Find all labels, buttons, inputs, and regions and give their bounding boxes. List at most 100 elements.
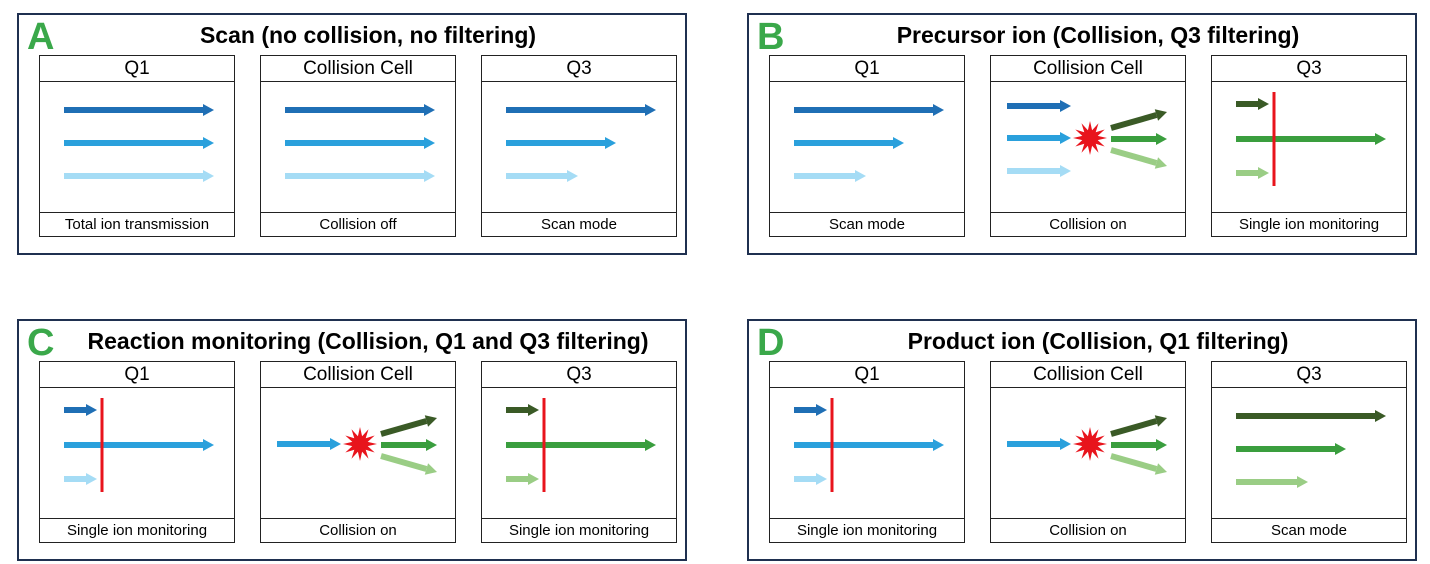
- ion-arrows: [1236, 410, 1386, 488]
- collision-burst-icon: [343, 427, 377, 461]
- ion-arrow-mid-green-head: [1335, 443, 1346, 455]
- ion-arrows: [506, 398, 656, 492]
- q3-box: Q3 Single ion monitoring: [481, 361, 677, 543]
- panel-b: B Precursor ion (Collision, Q3 filtering…: [747, 13, 1417, 255]
- q3-box: Q3 Scan mode: [1211, 361, 1407, 543]
- box-footer: Single ion monitoring: [770, 518, 964, 542]
- panel-letter: C: [27, 322, 55, 364]
- box-footer: Collision on: [991, 212, 1185, 236]
- box-header: Q3: [1212, 362, 1406, 388]
- collision-cell-box: Collision Cell Collision on: [260, 361, 456, 543]
- ion-arrow-light-blue-head: [424, 170, 435, 182]
- box-header: Q3: [482, 56, 676, 82]
- ion-arrow-light-blue-head: [855, 170, 866, 182]
- ion-arrow-dark-green-head: [1258, 98, 1269, 110]
- ion-arrows: [1007, 100, 1167, 177]
- ion-arrows: [64, 398, 214, 492]
- ion-arrow-mid-green-head: [1375, 133, 1386, 145]
- ion-arrow-light-blue-head: [203, 170, 214, 182]
- ion-arrow-light-green-head: [528, 473, 539, 485]
- q1-box: Q1 Scan mode: [769, 55, 965, 237]
- panel-c: C Reaction monitoring (Collision, Q1 and…: [17, 319, 687, 561]
- q3-box: Q3 Scan mode: [481, 55, 677, 237]
- fragment-arrow-mid-green-head: [1156, 133, 1167, 145]
- box-header: Q1: [40, 362, 234, 388]
- ion-arrows: [794, 398, 944, 492]
- ion-arrow-dark-blue-head: [86, 404, 97, 416]
- q3-box: Q3 Single ion monitoring: [1211, 55, 1407, 237]
- box-header: Collision Cell: [261, 362, 455, 388]
- box-header: Collision Cell: [991, 56, 1185, 82]
- fragment-arrow-dark-green: [1110, 112, 1158, 131]
- collision-burst-icon: [1073, 427, 1107, 461]
- fragment-arrow-dark-green-head: [1154, 415, 1167, 427]
- ion-arrow-mid-green-head: [645, 439, 656, 451]
- box-footer: Scan mode: [1212, 518, 1406, 542]
- panel-a: A Scan (no collision, no filtering) Q1 T…: [17, 13, 687, 255]
- ion-arrow-mid-blue-head: [203, 137, 214, 149]
- ion-arrow-light-blue-head: [1060, 165, 1071, 177]
- box-footer: Collision on: [991, 518, 1185, 542]
- ion-arrows: [506, 104, 656, 182]
- ion-arrow-dark-blue-head: [424, 104, 435, 116]
- ion-arrow-light-blue-head: [816, 473, 827, 485]
- fragment-arrow-dark-green: [1110, 418, 1158, 437]
- panel-letter: B: [757, 16, 785, 58]
- ion-arrow-light-green-head: [1258, 167, 1269, 179]
- ion-arrow-dark-blue-head: [645, 104, 656, 116]
- ion-arrow-mid-blue-head: [1060, 438, 1071, 450]
- fragment-arrow-light-green-head: [424, 463, 437, 475]
- ion-arrow-dark-blue-head: [1060, 100, 1071, 112]
- q1-box: Q1 Single ion monitoring: [39, 361, 235, 543]
- collision-cell-box: Collision Cell Collision on: [990, 55, 1186, 237]
- box-footer: Scan mode: [770, 212, 964, 236]
- box-footer: Collision on: [261, 518, 455, 542]
- box-footer: Total ion transmission: [40, 212, 234, 236]
- ion-arrows: [1236, 92, 1386, 186]
- panel-title: Scan (no collision, no filtering): [199, 22, 537, 48]
- panel-letter: A: [27, 16, 55, 58]
- box-footer: Collision off: [261, 212, 455, 236]
- ion-arrows: [1007, 415, 1167, 475]
- fragment-arrow-light-green: [1110, 453, 1158, 472]
- ion-arrow-mid-blue-head: [330, 438, 341, 450]
- fragment-arrow-light-green: [1110, 147, 1158, 166]
- ion-arrows: [794, 104, 944, 182]
- box-header: Q1: [40, 56, 234, 82]
- ion-arrows: [285, 104, 435, 182]
- box-header: Q3: [482, 362, 676, 388]
- panel-title: Precursor ion (Collision, Q3 filtering): [896, 22, 1300, 48]
- fragment-arrow-dark-green-head: [424, 415, 437, 427]
- ion-arrow-mid-blue-head: [203, 439, 214, 451]
- fragment-arrow-mid-green-head: [1156, 439, 1167, 451]
- fragment-arrow-light-green-head: [1154, 157, 1167, 169]
- fragment-arrow-dark-green-head: [1154, 109, 1167, 121]
- ion-arrows: [277, 415, 437, 475]
- ion-arrow-dark-blue-head: [203, 104, 214, 116]
- ion-arrow-mid-blue-head: [933, 439, 944, 451]
- ion-arrow-dark-blue-head: [933, 104, 944, 116]
- panel-letter: D: [757, 322, 785, 364]
- panel-title: Reaction monitoring (Collision, Q1 and Q…: [87, 328, 649, 354]
- fragment-arrow-light-green-head: [1154, 463, 1167, 475]
- fragment-arrow-mid-green-head: [426, 439, 437, 451]
- q1-box: Q1 Single ion monitoring: [769, 361, 965, 543]
- q1-box: Q1 Total ion transmission: [39, 55, 235, 237]
- box-header: Q3: [1212, 56, 1406, 82]
- ion-arrow-light-green-head: [1297, 476, 1308, 488]
- box-header: Collision Cell: [991, 362, 1185, 388]
- collision-burst-icon: [1073, 121, 1107, 155]
- box-header: Collision Cell: [261, 56, 455, 82]
- fragment-arrow-dark-green: [380, 418, 428, 437]
- ion-arrow-dark-blue-head: [816, 404, 827, 416]
- box-footer: Single ion monitoring: [482, 518, 676, 542]
- box-footer: Single ion monitoring: [40, 518, 234, 542]
- box-footer: Scan mode: [482, 212, 676, 236]
- ion-arrow-mid-blue-head: [1060, 132, 1071, 144]
- collision-cell-box: Collision Cell Collision off: [260, 55, 456, 237]
- ion-arrow-dark-green-head: [528, 404, 539, 416]
- ion-arrow-light-blue-head: [567, 170, 578, 182]
- ion-arrow-dark-green-head: [1375, 410, 1386, 422]
- ion-arrows: [64, 104, 214, 182]
- collision-cell-box: Collision Cell Collision on: [990, 361, 1186, 543]
